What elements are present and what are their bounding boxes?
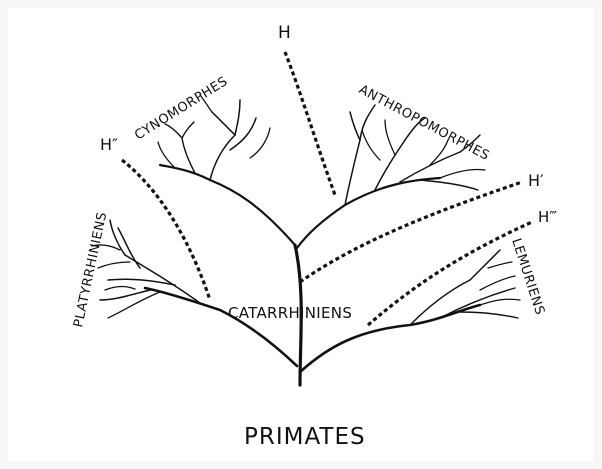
twig [350,112,360,140]
twig [362,130,380,160]
twig [210,135,235,180]
labels: H H″ H′ H‴ CYNOMORPHES ANTHROPOMORPHES P… [71,23,557,450]
group-label-platyrrhiniens: PLATYRRHINIENS [71,211,110,329]
hypothesis-label-h: H [278,23,291,43]
branch-anthropomorphes [297,178,440,248]
twig [345,140,360,205]
node-label-catarrhiniens: CATARRHINIENS [228,304,352,322]
twig [480,299,520,305]
twig [420,180,478,190]
twig [212,112,235,135]
twig [105,286,135,290]
twig [440,169,485,178]
hypothesis-lines [122,52,532,325]
twig [182,122,194,138]
hypothesis-label-h-prime: H′ [528,171,544,190]
twig [470,250,500,280]
twig [488,262,512,268]
twig [460,312,518,318]
dashed-line-h-prime [300,182,522,282]
twig [98,262,130,268]
group-label-cynomorphes: CYNOMORPHES [132,74,231,143]
hypothesis-label-h-triple-prime: H‴ [538,208,557,226]
twig [385,120,395,155]
branch-platyrrhiniens [145,288,297,366]
dashed-line-h-triple-prime [368,222,532,325]
twig [182,138,195,173]
twig [235,100,240,135]
twig [100,290,150,300]
dashed-line-h [285,52,335,195]
twig [108,292,160,318]
twig [400,152,460,182]
twig [480,276,515,290]
group-label-anthropomorphes: ANTHROPOMORPHES [356,82,492,164]
twig [250,128,270,158]
twig [360,105,375,140]
root-label-primates: PRIMATES [244,424,366,450]
hypothesis-label-h-double-prime: H″ [100,135,118,154]
